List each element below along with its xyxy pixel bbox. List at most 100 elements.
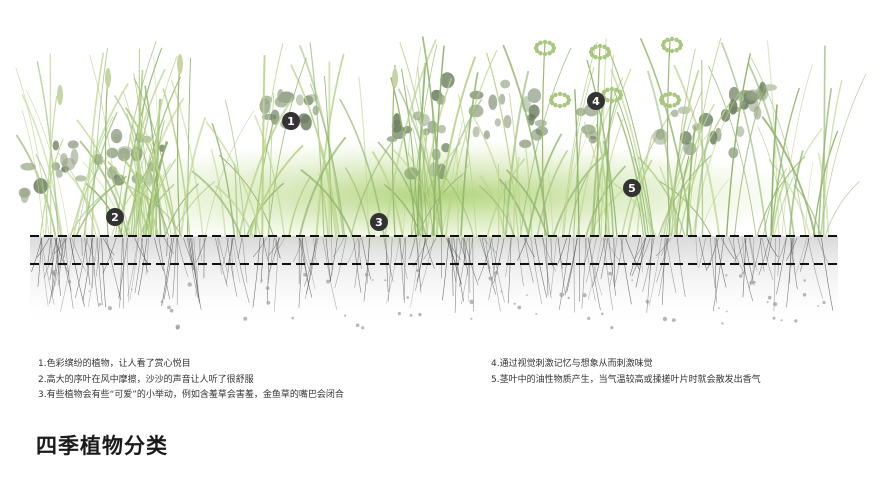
- root-strand: [218, 237, 229, 273]
- root-strand: [468, 237, 471, 293]
- pebble: [753, 281, 756, 284]
- root-strand: [106, 237, 122, 300]
- root-strand: [423, 237, 437, 260]
- flower-floret: [605, 52, 610, 58]
- root-strand: [710, 237, 718, 304]
- root-strand: [451, 237, 454, 296]
- note-1: 1.色彩缤纷的植物，让人看了赏心悦目: [38, 359, 191, 369]
- root-strand: [477, 237, 493, 281]
- root-strand: [661, 237, 666, 305]
- root-strand: [242, 237, 248, 283]
- root-strand: [354, 237, 361, 288]
- root-strand: [609, 237, 618, 287]
- grass-plume: [105, 68, 111, 88]
- grass-blade: [39, 138, 64, 237]
- root-strand: [176, 237, 189, 278]
- flower-floret: [542, 51, 548, 57]
- root-strand: [524, 237, 535, 258]
- root-strand: [732, 237, 737, 264]
- grass-blades-group: [15, 36, 867, 237]
- grass-blade: [701, 59, 704, 237]
- root-strand: [49, 237, 57, 281]
- flower-floret: [565, 100, 570, 106]
- root-strand: [557, 237, 563, 270]
- flower-heads-group: [57, 36, 684, 109]
- grass-blade: [21, 110, 45, 237]
- grass-blade: [603, 140, 614, 237]
- foliage-leaf: [488, 94, 498, 110]
- grass-blade: [498, 178, 530, 237]
- flower-floret: [557, 103, 563, 109]
- root-strand: [195, 237, 207, 263]
- foliage-leaf: [746, 89, 761, 102]
- grass-blade: [747, 62, 795, 237]
- root-strand: [558, 237, 571, 310]
- root-strand: [222, 237, 230, 267]
- foliage-leaf: [728, 86, 740, 102]
- grass-blade: [204, 110, 255, 237]
- root-strand: [398, 237, 408, 280]
- flower-floret: [609, 98, 615, 104]
- pebble: [98, 303, 102, 306]
- grass-blade: [563, 67, 595, 237]
- grass-blade: [139, 183, 175, 237]
- grass-blade: [573, 131, 582, 237]
- root-strand: [85, 237, 96, 262]
- svg-text:1: 1: [287, 115, 295, 128]
- foliage-leaf: [728, 99, 738, 115]
- root-strand: [461, 237, 473, 305]
- grass-blade: [639, 37, 693, 237]
- pebble: [749, 280, 754, 285]
- root-strand: [386, 237, 400, 304]
- grass-blade: [479, 175, 507, 237]
- pebble: [131, 288, 133, 291]
- root-strand: [102, 237, 117, 274]
- root-strand: [564, 237, 578, 296]
- root-strand: [613, 237, 616, 287]
- svg-text:5: 5: [628, 182, 636, 195]
- pebble: [526, 294, 528, 296]
- root-strand: [383, 237, 394, 282]
- grass-blade: [773, 128, 823, 237]
- grass-blade: [478, 185, 515, 237]
- grass-blade: [288, 176, 311, 237]
- grass-blade: [390, 77, 417, 237]
- root-strand: [777, 237, 780, 276]
- root-strand: [712, 237, 725, 312]
- foliage-leaf: [437, 124, 446, 134]
- pebble: [52, 271, 57, 276]
- pebble: [567, 296, 570, 300]
- root-strand: [733, 237, 747, 263]
- grass-blade: [405, 84, 434, 237]
- svg-text:2: 2: [111, 211, 119, 224]
- root-strand: [55, 237, 58, 264]
- root-strand: [463, 237, 469, 276]
- grass-blade: [586, 59, 618, 237]
- pebble: [513, 302, 516, 305]
- pebble: [610, 326, 614, 330]
- pebble: [266, 300, 271, 305]
- grass-blade: [79, 140, 129, 237]
- pebble: [767, 295, 772, 300]
- pebble: [344, 314, 347, 317]
- foliage-leaf: [295, 94, 304, 106]
- foliage-leaf: [440, 72, 455, 89]
- grass-blade: [824, 181, 860, 237]
- root-strand: [556, 237, 567, 267]
- root-strand: [625, 237, 640, 270]
- page-title: 四季植物分类: [36, 434, 168, 458]
- notes-left: 1.色彩缤纷的植物，让人看了赏心悦目 2.高大的序叶在风中摩擦，沙沙的声音让人听…: [38, 357, 344, 404]
- flower-floret: [614, 87, 619, 93]
- root-strand: [385, 237, 389, 292]
- pebble: [169, 308, 174, 313]
- root-strand: [587, 237, 602, 300]
- root-strand: [458, 237, 468, 288]
- root-strand: [43, 237, 58, 278]
- note-4: 4.通过视觉刺激记忆与想象从而刺激味觉: [491, 359, 653, 369]
- root-strand: [51, 237, 54, 293]
- pebble: [822, 300, 826, 305]
- grass-blade: [162, 88, 191, 237]
- flower-floret: [597, 55, 603, 61]
- flower-floret: [593, 44, 598, 49]
- grass-blade: [309, 42, 325, 237]
